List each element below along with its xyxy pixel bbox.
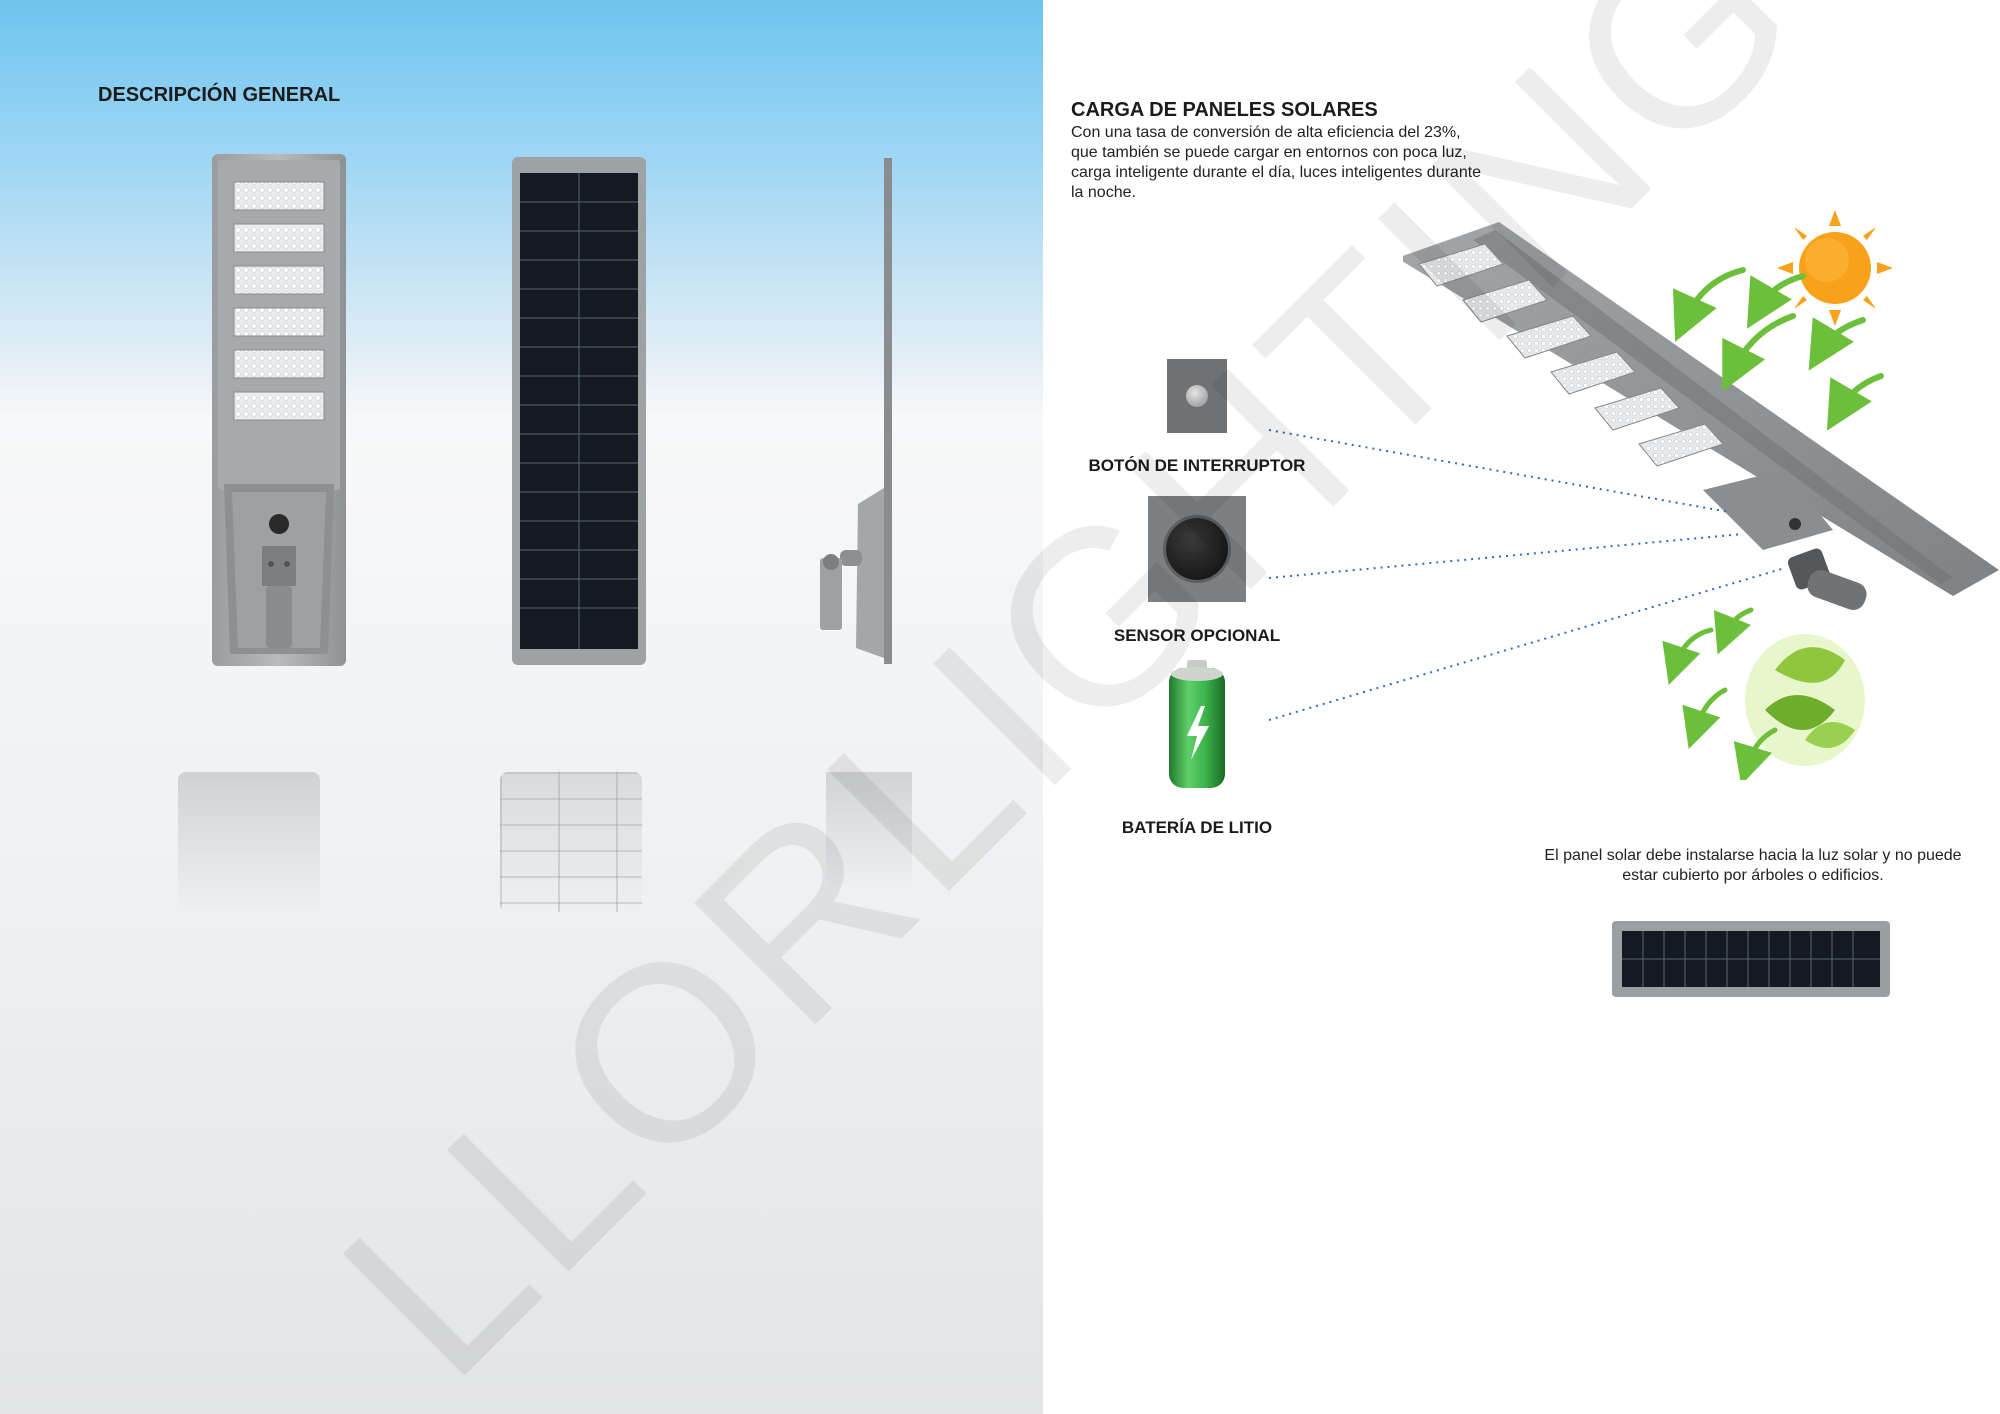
leaves-illustration bbox=[1662, 607, 1865, 780]
lithium-battery-icon bbox=[1169, 660, 1225, 788]
connector-lines bbox=[1268, 429, 1786, 721]
front-view-reflection bbox=[178, 772, 320, 912]
sunlight-arrows bbox=[1672, 267, 1884, 430]
side-view-reflection bbox=[826, 772, 912, 892]
switch-button-label: BOTÓN DE INTERRUPTOR bbox=[1088, 456, 1306, 475]
optional-sensor-label: SENSOR OPCIONAL bbox=[1113, 626, 1281, 645]
left-page: DESCRIPCIÓN GENERAL bbox=[0, 0, 1043, 1414]
lithium-battery-label: BATERÍA DE LITIO bbox=[1121, 818, 1273, 837]
switch-button-image bbox=[1167, 359, 1227, 433]
led-modules-angled bbox=[1418, 243, 1724, 467]
solar-panel-small bbox=[1612, 921, 1890, 997]
lamp-side-view bbox=[820, 158, 892, 664]
optional-sensor-image bbox=[1148, 496, 1246, 602]
lamp-angled-illustration bbox=[1403, 222, 1999, 611]
solar-charging-description: Con una tasa de conversión de alta efici… bbox=[1071, 124, 1482, 201]
sensor-lens bbox=[1166, 518, 1228, 580]
led-modules bbox=[233, 181, 325, 421]
solar-charging-title: CARGA DE PANELES SOLARES bbox=[1071, 99, 1378, 121]
lamp-front-view bbox=[212, 154, 346, 666]
installation-note: El panel solar debe instalarse hacia la … bbox=[1544, 847, 1962, 884]
overview-title: DESCRIPCIÓN GENERAL bbox=[98, 84, 341, 106]
sun-icon bbox=[1777, 210, 1893, 326]
solar-cells-grid bbox=[520, 173, 638, 649]
back-view-reflection bbox=[500, 772, 642, 912]
right-page: CARGA DE PANELES SOLARES Con una tasa de… bbox=[1043, 0, 2000, 1414]
lamp-back-view bbox=[512, 157, 646, 665]
switch-button-knob bbox=[1186, 385, 1208, 407]
